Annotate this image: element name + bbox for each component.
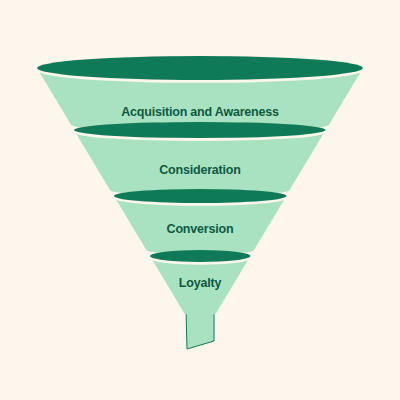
band-shape: [72, 120, 328, 198]
band-label: Loyalty: [179, 276, 221, 290]
funnel-band: Conversion: [112, 187, 288, 256]
band-rim: [74, 122, 326, 138]
band-body: [76, 133, 324, 196]
band-label: Acquisition and Awareness: [121, 105, 279, 119]
funnel-band: Loyalty: [148, 248, 252, 318]
band-label: Consideration: [159, 163, 240, 177]
band-rim: [37, 56, 363, 80]
band-label: Conversion: [167, 222, 234, 236]
band-shape: [112, 187, 288, 256]
band-rim: [150, 250, 250, 262]
funnel-band: Consideration: [72, 120, 328, 198]
band-rim: [114, 189, 286, 203]
band-body: [152, 259, 249, 316]
band-body: [116, 199, 285, 254]
